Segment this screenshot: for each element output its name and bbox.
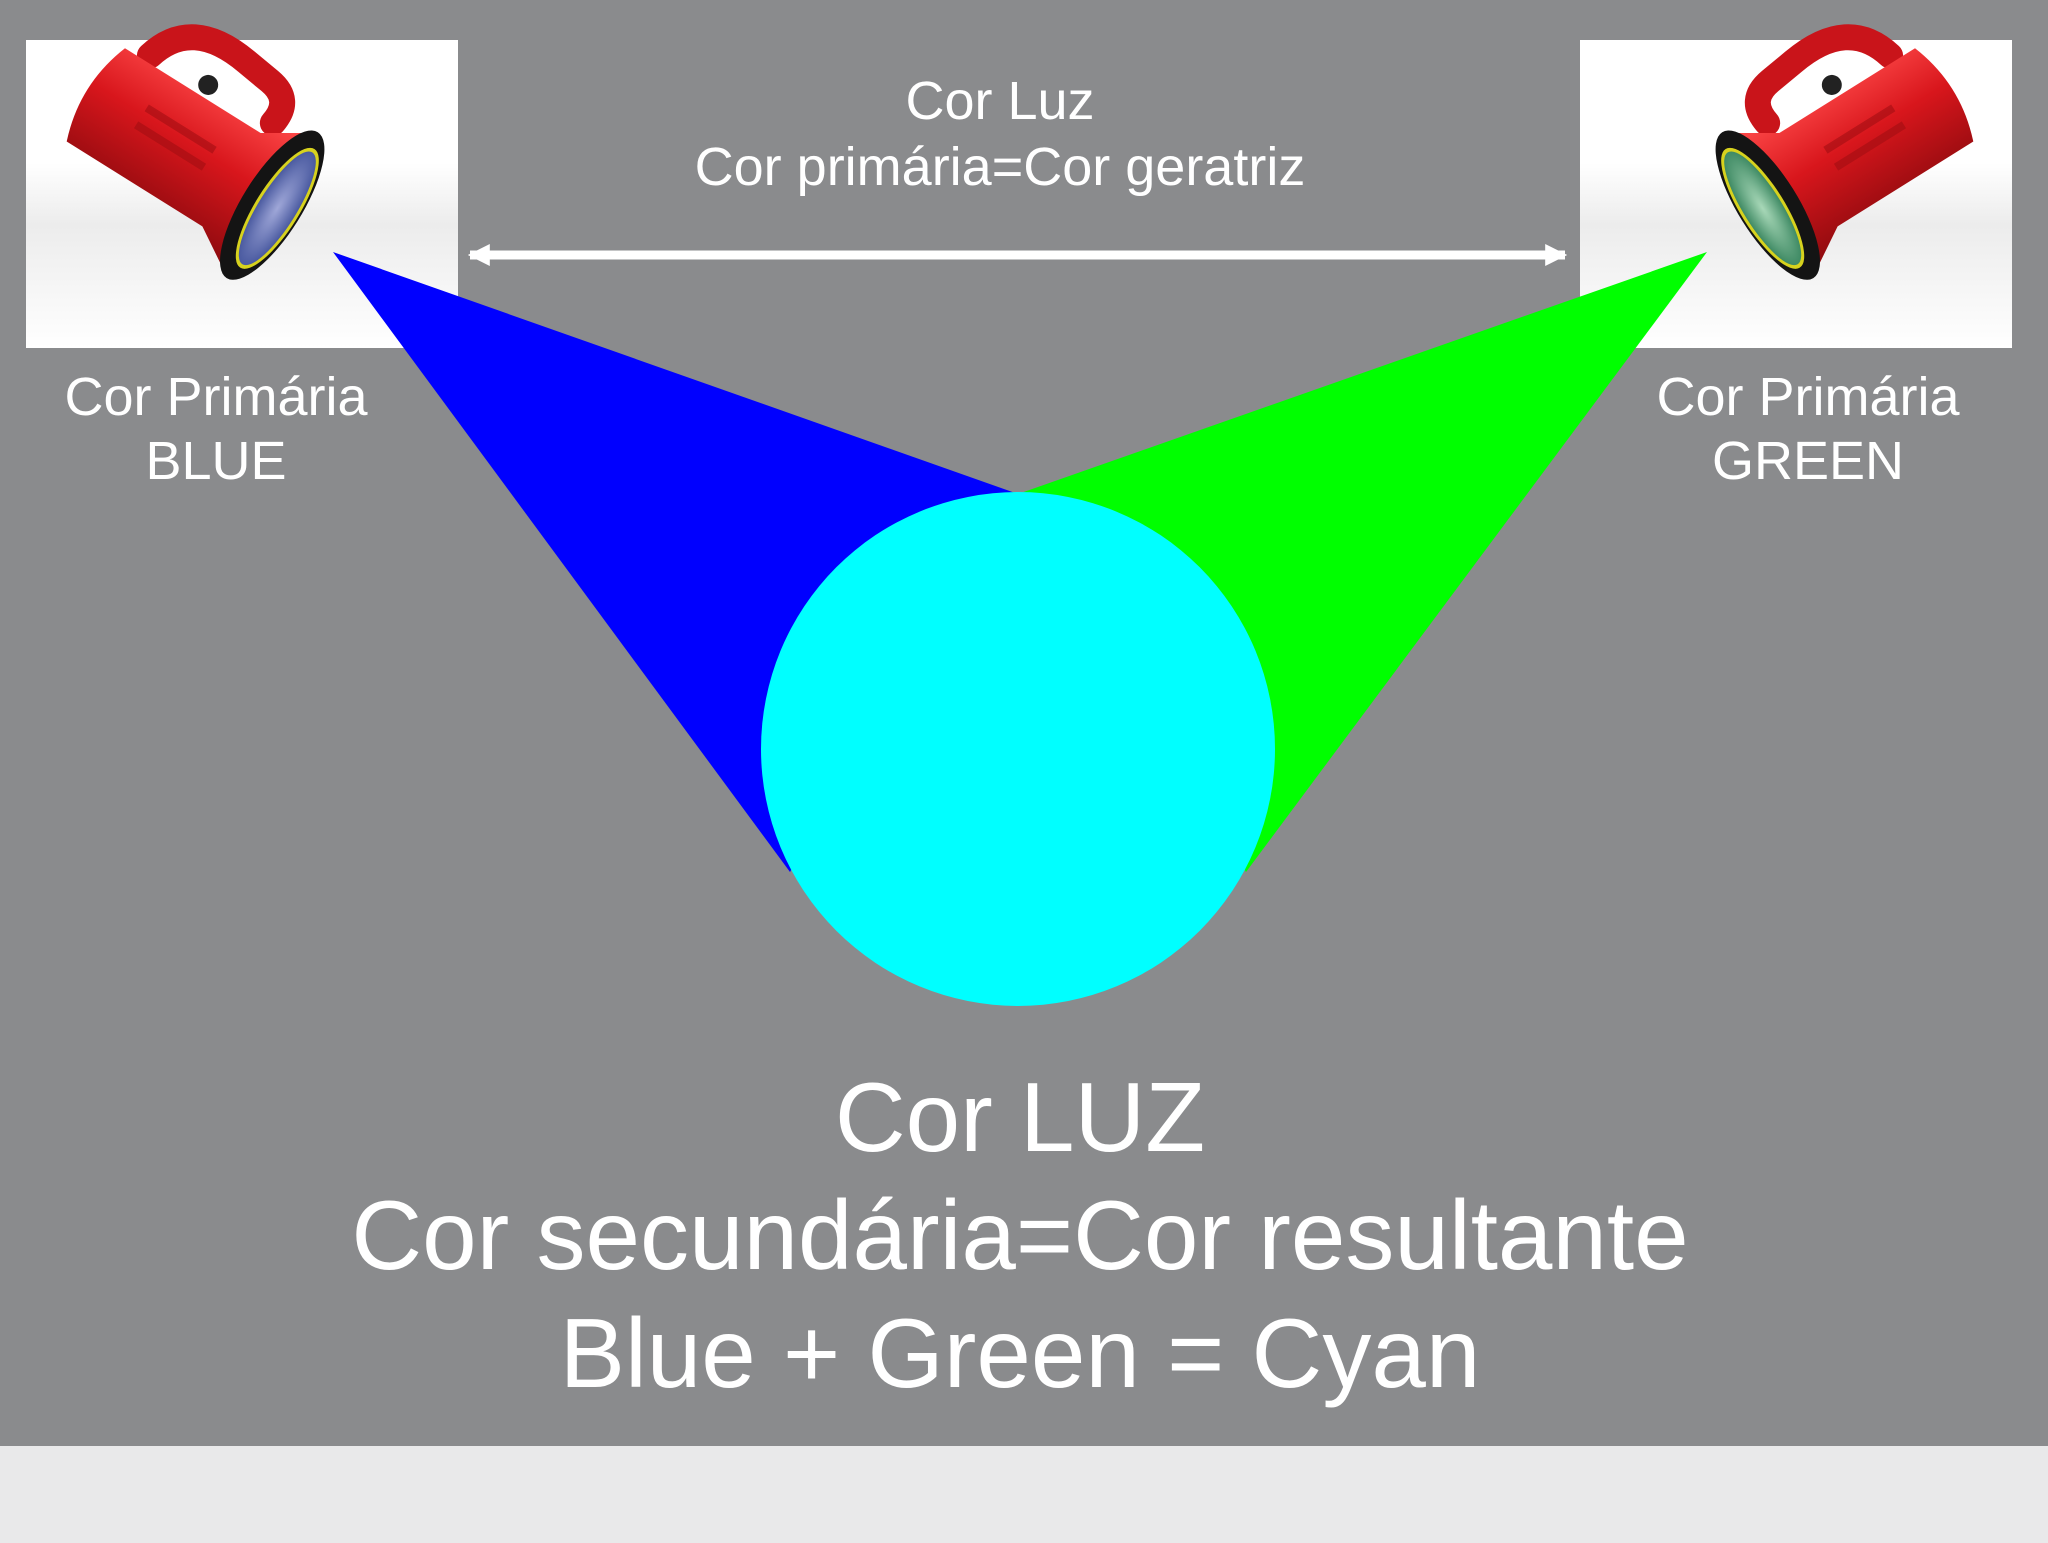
left-flashlight-photo bbox=[26, 24, 458, 348]
left-label-line1: Cor Primária bbox=[64, 367, 368, 427]
result-line2: Cor secundária=Cor resultante bbox=[351, 1180, 1689, 1290]
flashlight-icon bbox=[1715, 24, 1974, 280]
left-label-line2: BLUE bbox=[145, 431, 287, 491]
result-line1: Cor LUZ bbox=[834, 1062, 1206, 1172]
flashlight-icon bbox=[66, 24, 325, 280]
top-caption-line2: Cor primária=Cor geratriz bbox=[694, 137, 1306, 197]
right-label-line2: GREEN bbox=[1711, 431, 1905, 491]
right-label-line1: Cor Primária bbox=[1656, 367, 1960, 427]
result-line3: Blue + Green = Cyan bbox=[559, 1298, 1481, 1408]
top-caption-line1: Cor Luz bbox=[905, 71, 1095, 131]
cyan-result-circle bbox=[761, 492, 1275, 1006]
